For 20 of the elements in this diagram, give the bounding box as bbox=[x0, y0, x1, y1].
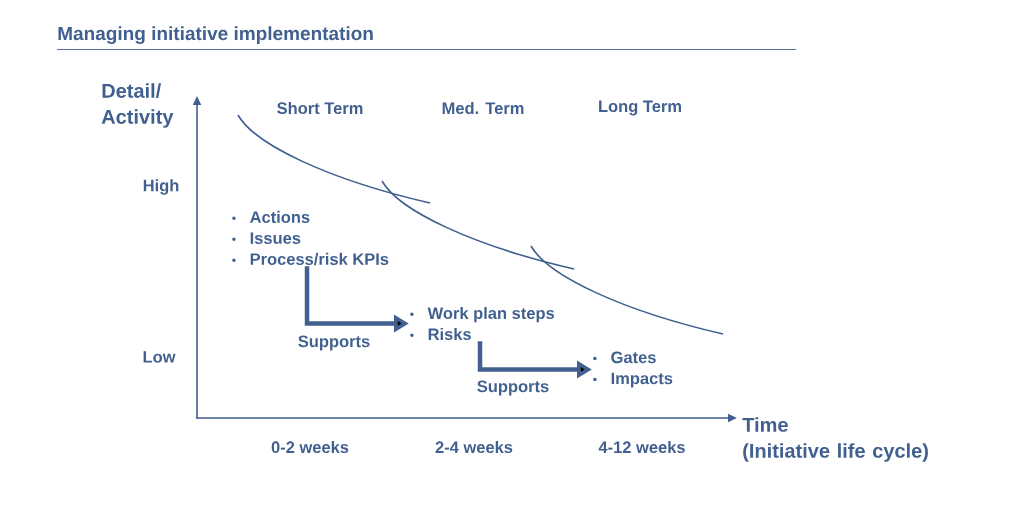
axis-title: Time (Initiative life cycle) bbox=[742, 417, 928, 462]
list-item: Risks bbox=[428, 327, 471, 341]
axis-title: Detail/ Activity bbox=[101, 83, 174, 128]
column-heading: Med. Term bbox=[442, 101, 524, 115]
list-item: Gates bbox=[611, 351, 656, 364]
title: Managing initiative implementation bbox=[58, 26, 373, 45]
axis-label: 0-2 weeks bbox=[271, 440, 349, 454]
edge-label: Supports bbox=[298, 335, 370, 351]
list-item: Actions bbox=[250, 210, 310, 223]
column-heading: Long Term bbox=[599, 100, 681, 116]
list-item: Issues bbox=[250, 232, 301, 244]
axis-label: High bbox=[143, 179, 179, 195]
axis-label: Low bbox=[143, 351, 176, 363]
list-item: Process/risk KPIs bbox=[250, 252, 389, 266]
list-item: Work plan steps bbox=[427, 306, 555, 323]
column-heading: Short Term bbox=[277, 101, 363, 115]
edge-label: Supports bbox=[477, 380, 549, 396]
list-item: Impacts bbox=[611, 372, 673, 388]
axis-label: 2-4 weeks bbox=[435, 440, 513, 454]
axis-label: 4-12 weeks bbox=[598, 440, 685, 454]
